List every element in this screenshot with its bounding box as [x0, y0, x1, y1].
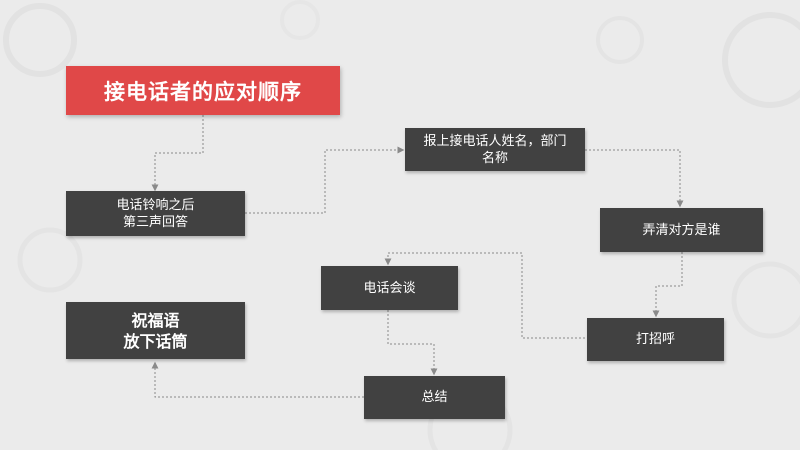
connector-answer-to-report [245, 146, 405, 214]
bg-circle [3, 3, 77, 77]
bg-circle [722, 12, 800, 108]
step-greet: 打招呼 [587, 318, 724, 361]
step-answer-after-third-ring: 电话铃响之后 第三声回答 [66, 191, 245, 236]
step-conversation: 电话会谈 [321, 266, 458, 310]
bg-circle [17, 227, 83, 293]
step-closing-hang-up: 祝福语 放下话筒 [66, 302, 245, 359]
step-summary: 总结 [364, 376, 505, 419]
bg-circle [731, 261, 800, 339]
connector-greet-to-conversation [384, 252, 585, 339]
bg-circle [596, 16, 644, 64]
connector-conversation-to-summary [387, 310, 438, 376]
connector-identify-to-greet [652, 252, 683, 318]
bg-circle [280, 0, 320, 40]
connector-title-to-answer [151, 115, 204, 192]
step-identify-caller: 弄清对方是谁 [600, 208, 763, 252]
connector-report-to-identify [585, 149, 684, 208]
diagram-title: 接电话者的应对顺序 [66, 66, 340, 115]
connector-summary-to-closing [151, 361, 364, 398]
step-report-name-department: 报上接电话人姓名，部门 名称 [405, 128, 585, 171]
